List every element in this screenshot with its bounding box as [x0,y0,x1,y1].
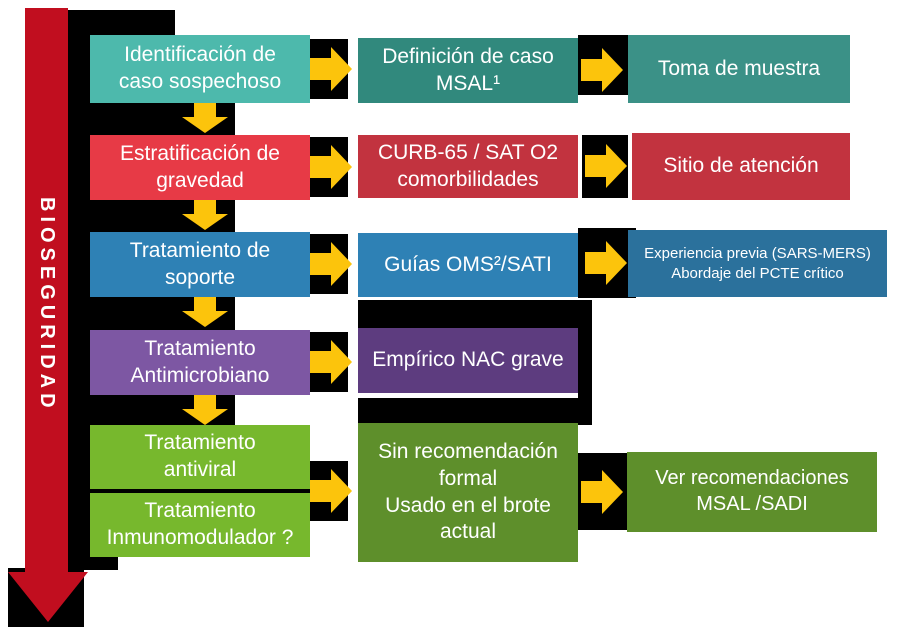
node-ver-recomendaciones: Ver recomendaciones MSAL /SADI [627,452,877,532]
node-ver-recomendaciones-label: Ver recomendaciones MSAL /SADI [655,467,849,515]
node-sitio-de-atencion: Sitio de atención [632,133,850,200]
node-identificacion-caso: Identificación de caso sospechoso [90,35,310,103]
arrow-right-icon [310,145,352,189]
node-guias-oms-sati: Guías OMS²/SATI [358,233,578,297]
node-definicion-caso-msal: Definición de caso MSAL¹ [358,38,578,103]
node-definicion-caso-msal-label: Definición de caso MSAL¹ [382,44,554,95]
node-tratamiento-antiviral: Tratamiento antiviral [90,425,310,489]
node-tratamiento-antimicrobiano: Tratamiento Antimicrobiano [90,330,310,395]
arrow-right-icon [310,469,352,513]
node-sin-recomendacion-formal: Sin recomendación formal Usado en el bro… [358,423,578,562]
node-sitio-de-atencion-label: Sitio de atención [663,154,819,178]
node-empirico-nac-grave-label: Empírico NAC grave [372,348,564,372]
shadow-midbar [358,300,592,330]
node-experiencia-previa-label: Experiencia previa (SARS-MERS) Abordaje … [644,245,871,282]
bioseguridad-label: BIOSEGURIDAD [36,197,58,413]
shadow-top [67,10,175,37]
node-sin-recomendacion-formal-label: Sin recomendación formal Usado en el bro… [378,439,558,544]
arrow-down-icon [182,200,228,230]
bioseguridad-arrow-head [8,572,88,622]
node-empirico-nac-grave: Empírico NAC grave [358,328,578,393]
arrow-right-icon [581,48,623,92]
arrow-right-icon [585,241,627,285]
arrow-right-icon [310,47,352,91]
node-experiencia-previa: Experiencia previa (SARS-MERS) Abordaje … [628,230,887,297]
shadow-midstrip [578,300,592,425]
node-tratamiento-inmunomodulador-label: Tratamiento Inmunomodulador ? [106,499,294,549]
node-estratificacion-gravedad: Estratificación de gravedad [90,135,310,200]
shadow-gap [90,489,310,493]
arrow-right-icon [585,144,627,188]
node-identificacion-caso-label: Identificación de caso sospechoso [118,43,282,93]
node-tratamiento-antiviral-label: Tratamiento antiviral [144,431,256,481]
node-curb65-comorbilidades-label: CURB-65 / SAT O2 comorbilidades [377,140,559,191]
node-toma-de-muestra: Toma de muestra [628,35,850,103]
bioseguridad-arrow-shaft [25,8,68,572]
node-tratamiento-soporte: Tratamiento de soporte [90,232,310,297]
node-curb65-comorbilidades: CURB-65 / SAT O2 comorbilidades [358,135,578,198]
node-tratamiento-antimicrobiano-label: Tratamiento Antimicrobiano [130,336,270,387]
arrow-right-icon [310,340,352,384]
arrow-down-icon [182,103,228,133]
node-estratificacion-gravedad-label: Estratificación de gravedad [120,141,280,192]
shadow-midbar [358,398,592,425]
arrow-right-icon [310,242,352,286]
node-guias-oms-sati-label: Guías OMS²/SATI [384,252,552,276]
node-tratamiento-soporte-label: Tratamiento de soporte [129,238,271,289]
arrow-right-icon [581,470,623,514]
arrow-down-icon [182,297,228,327]
node-toma-de-muestra-label: Toma de muestra [657,56,821,80]
node-tratamiento-inmunomodulador: Tratamiento Inmunomodulador ? [90,493,310,557]
arrow-down-icon [182,395,228,425]
